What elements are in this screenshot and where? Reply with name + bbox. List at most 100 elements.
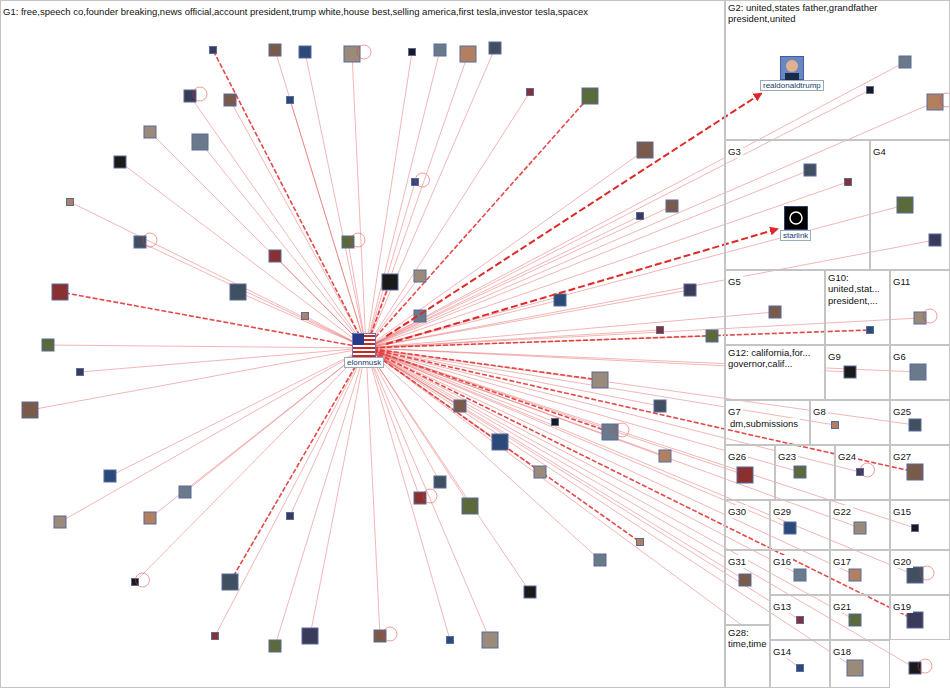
group-label: G20: [891, 555, 913, 568]
avatar-image: [552, 419, 559, 426]
user-vertex: realdonaldtrump: [760, 56, 824, 91]
group-label: G3: [726, 145, 743, 158]
group-label: G24: [836, 450, 858, 463]
group-label: G9: [826, 350, 843, 363]
group-label: G31: [726, 555, 748, 568]
group-label: G14: [771, 645, 793, 658]
avatar-image: [907, 464, 923, 480]
vertex-edge: [80, 348, 366, 372]
avatar-image: [134, 236, 146, 248]
avatar-image: [434, 44, 446, 56]
avatar-image: [414, 270, 426, 282]
vertex-edge: [366, 312, 775, 348]
group-box: G13: [770, 595, 830, 640]
avatar-image: [737, 467, 753, 483]
avatar-image: [454, 400, 466, 412]
self-loop: [423, 489, 437, 503]
vertex-edge: [150, 132, 366, 348]
group-label: G29: [771, 505, 793, 518]
vertex-edge: [366, 348, 855, 620]
group-box: G24: [835, 445, 890, 500]
group-box: G25: [890, 400, 950, 445]
avatar-image: [482, 632, 498, 648]
avatar-image: [657, 327, 664, 334]
avatar-image: [849, 569, 861, 581]
vertex-edge: [150, 348, 366, 518]
group-label: G27: [891, 450, 913, 463]
group-label: G11: [891, 275, 912, 288]
vertex-edge: [275, 50, 366, 348]
avatar-image: [352, 333, 376, 357]
avatar-image: [739, 574, 751, 586]
vertex-edge: [366, 318, 920, 348]
group-box: G19: [890, 595, 950, 640]
avatar-image: [302, 628, 318, 644]
avatar-image: [534, 466, 546, 478]
self-loop: [920, 566, 934, 580]
group-box: G11: [890, 270, 950, 345]
vertex-edge: [366, 102, 935, 348]
vertex-edge: [230, 348, 366, 582]
avatar-image: [594, 554, 606, 566]
vertex-edge: [366, 62, 905, 348]
avatar-image: [706, 330, 718, 342]
avatar-image: [899, 56, 911, 68]
avatar-image: [637, 213, 644, 220]
reply-edge: [386, 229, 778, 344]
vertex-edge: [366, 150, 645, 348]
group-note: dm,submissions: [728, 418, 800, 429]
avatar-image: [794, 466, 806, 478]
avatar-image: [460, 46, 476, 62]
avatar-image: [414, 492, 426, 504]
avatar-image: [854, 522, 866, 534]
avatar-image: [104, 470, 116, 482]
group-box: G22: [830, 500, 890, 550]
group-label: G1: free,speech co,founder breaking,news…: [1, 5, 590, 18]
group-box: G21: [830, 595, 890, 640]
avatar-image: [847, 660, 863, 676]
avatar-image: [269, 250, 281, 262]
group-box: G12: california,for... governor,calif...: [725, 345, 825, 400]
user-vertex: starlink: [780, 206, 811, 241]
avatar-image: [287, 97, 294, 104]
vertex-edge: [366, 48, 495, 348]
vertex-edge: [366, 206, 672, 348]
avatar-image: [909, 419, 921, 431]
self-loop: [861, 463, 875, 477]
self-loop: [416, 173, 430, 187]
vertex-edge: [366, 205, 905, 348]
vertex-edge: [140, 242, 366, 348]
group-label: G23: [776, 450, 798, 463]
group-box: G6: [890, 345, 950, 400]
vertex-label: elonmusk: [344, 357, 384, 368]
vertex-edge: [305, 316, 366, 348]
avatar-image: [844, 366, 856, 378]
avatar-image: [929, 234, 941, 246]
avatar-image: [897, 197, 913, 213]
vertex-edge: [366, 348, 915, 668]
avatar-image: [592, 372, 608, 388]
group-box: G9: [825, 345, 890, 400]
avatar-image: [222, 574, 238, 590]
avatar-image: [654, 400, 666, 412]
group-box: G15: [890, 500, 950, 550]
self-loop: [918, 659, 932, 673]
group-box: G18: [830, 640, 890, 688]
vertex-edge: [366, 90, 870, 348]
vertex-edge: [275, 348, 366, 646]
avatar-image: [342, 236, 354, 248]
avatar-image: [489, 42, 501, 54]
group-box: G14: [770, 640, 830, 688]
vertex-edge: [238, 292, 366, 348]
group-label: G16: [771, 555, 793, 568]
avatar-image: [849, 614, 861, 626]
avatar-image: [684, 284, 696, 296]
avatar-image: [42, 339, 54, 351]
vertex-edge: [366, 348, 380, 636]
self-loop: [351, 233, 365, 247]
self-loop: [193, 87, 207, 101]
vertex-edge: [366, 170, 810, 348]
avatar-image: [447, 637, 454, 644]
vertex-edge: [366, 348, 800, 575]
